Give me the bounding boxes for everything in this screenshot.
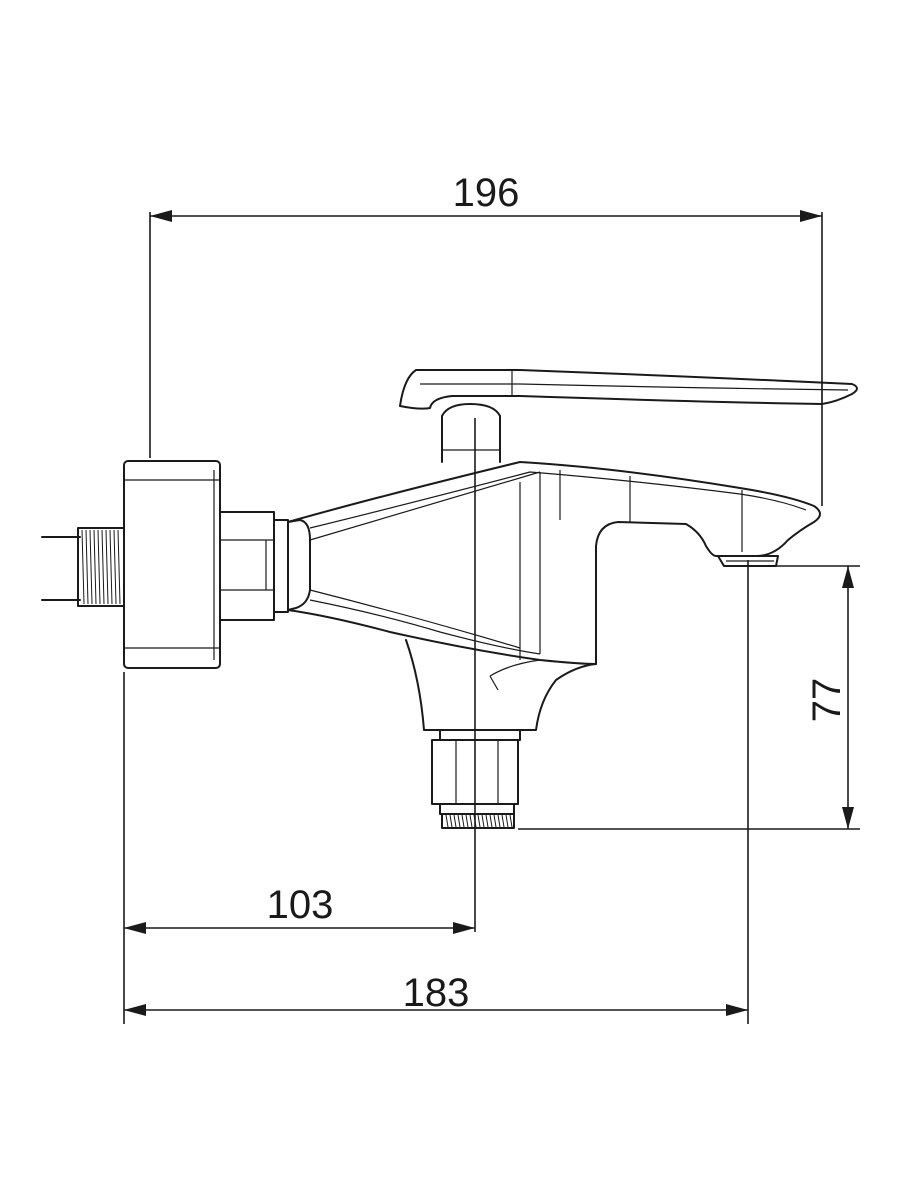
thread-line <box>449 814 453 828</box>
thread-line <box>81 529 85 605</box>
dimension-label-183: 183 <box>403 971 470 1015</box>
thread-line <box>497 814 501 828</box>
thread-line <box>457 814 461 828</box>
dimension-103: 103 <box>124 883 475 934</box>
thread-line <box>461 814 465 828</box>
thread-line <box>93 529 97 605</box>
lower-outlet-nut <box>431 729 521 829</box>
thread-line <box>489 814 493 828</box>
thread-line <box>109 529 113 605</box>
extension-lines <box>123 212 860 1024</box>
thread-line <box>509 814 513 828</box>
thread-line <box>481 814 485 828</box>
thread-line <box>453 814 457 828</box>
thread-line <box>101 529 105 605</box>
thread-line <box>485 814 489 828</box>
dimension-77: 77 <box>805 566 854 829</box>
thread-line <box>89 529 93 605</box>
dimension-label-77: 77 <box>805 678 849 723</box>
thread-line <box>445 814 449 828</box>
dimension-label-103: 103 <box>267 883 334 927</box>
connector-nut <box>219 511 289 621</box>
thread-line <box>97 529 101 605</box>
lever-handle <box>399 369 858 463</box>
thread-line <box>493 814 497 828</box>
thread-line <box>85 529 89 605</box>
thread-line <box>477 814 481 828</box>
thread-line <box>501 814 505 828</box>
threaded-inlet <box>77 527 125 607</box>
thread-line <box>105 529 109 605</box>
dimension-183: 183 <box>124 971 748 1016</box>
thread-line <box>505 814 509 828</box>
mixer-body <box>287 461 821 731</box>
dimension-196: 196 <box>150 171 822 222</box>
dimension-label-196: 196 <box>453 171 520 215</box>
thread-line <box>465 814 469 828</box>
thread-line <box>113 529 117 605</box>
thread-line <box>117 529 121 605</box>
wall-pipe-stubs <box>41 536 81 601</box>
thread-line <box>469 814 473 828</box>
wall-flange <box>123 460 221 669</box>
